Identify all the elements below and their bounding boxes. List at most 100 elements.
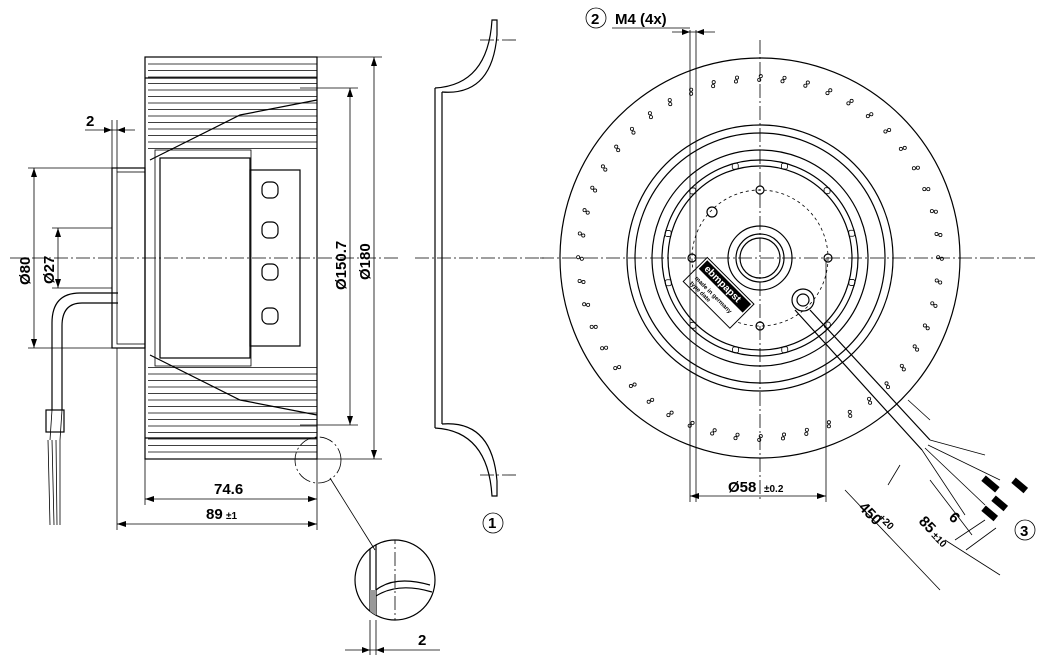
blade-hole <box>930 301 935 306</box>
blade-hole <box>938 233 943 238</box>
rim-hole <box>732 346 739 354</box>
blade-hole <box>912 344 917 349</box>
blade-hole <box>646 399 651 404</box>
inlet-ring-view: 1 <box>415 19 545 534</box>
rim-hole <box>781 162 788 170</box>
screw-hole <box>755 321 765 331</box>
rim-hole <box>848 279 856 286</box>
blade-hole <box>929 209 934 214</box>
dim-6: 6 <box>945 509 963 527</box>
blade-hole <box>631 130 636 135</box>
screw-hole <box>755 185 765 195</box>
blade-hole <box>915 347 920 352</box>
blade-hole <box>629 126 634 131</box>
blade-hole <box>933 303 938 308</box>
blade-hole <box>780 79 785 84</box>
blade-hole <box>648 115 653 120</box>
blade-hole <box>848 413 853 418</box>
blade-hole <box>884 381 889 386</box>
rotor-window <box>261 307 279 325</box>
dim-d58-tol: ±0.2 <box>764 484 784 495</box>
blade-hole <box>915 165 920 170</box>
dim-d58: Ø58 <box>728 479 756 496</box>
blade-hole <box>579 256 584 261</box>
blade-hole <box>600 164 605 169</box>
blade-hole <box>733 79 738 84</box>
blade-hole <box>593 324 598 329</box>
blade-hole <box>826 424 831 429</box>
blade-hole <box>780 436 785 441</box>
blade-hole <box>898 146 903 151</box>
blade-hole <box>825 91 830 96</box>
blade-hole <box>804 427 809 432</box>
blade-hole <box>934 231 939 236</box>
blade-hole <box>757 77 762 82</box>
blade-hole <box>585 210 590 215</box>
blade-hole <box>865 114 870 119</box>
blade-hole <box>581 280 586 285</box>
side-view: 2 Ø80 Ø27 Ø150.7 Ø180 74. <box>10 56 440 655</box>
blade-hole <box>938 280 943 285</box>
blade-hole <box>782 432 787 437</box>
blade-hole <box>689 87 694 92</box>
blade-hole <box>589 324 594 329</box>
blade-hole <box>735 75 740 80</box>
dim-d27: Ø27 <box>41 256 58 284</box>
rotor-window <box>261 221 279 239</box>
blade-hole <box>593 188 598 193</box>
rim-hole <box>664 279 672 287</box>
blade-hole <box>576 255 581 260</box>
blade-hole <box>614 144 619 149</box>
blade-hole <box>883 129 888 134</box>
blade-hole <box>826 420 831 425</box>
blade-hole <box>933 209 938 214</box>
blade-hole <box>603 167 608 172</box>
blade-hole <box>922 323 927 328</box>
rim-hole <box>823 187 831 195</box>
blade-hole <box>805 80 810 85</box>
blade-hole <box>782 75 787 80</box>
rim-hole <box>848 229 856 237</box>
blade-hole <box>650 397 655 402</box>
blade-hole <box>936 255 941 260</box>
blade-hole <box>582 208 587 213</box>
dim-2-detail: 2 <box>418 632 426 649</box>
blade-hole <box>711 84 716 89</box>
rotor-window <box>261 181 279 199</box>
blade-hole <box>849 98 854 103</box>
blade-hole <box>934 278 939 283</box>
blade-hole <box>804 431 809 436</box>
blade-hole <box>926 187 931 192</box>
rim-hole <box>664 230 672 237</box>
callout-2: 2 <box>591 11 599 28</box>
dim-74-6: 74.6 <box>214 481 243 498</box>
dim-d80: Ø80 <box>17 257 34 285</box>
callout-3: 3 <box>1020 523 1028 540</box>
blade-hole <box>711 80 716 85</box>
blade-hole <box>600 346 605 351</box>
blade-hole <box>901 367 906 372</box>
blade-hole <box>613 366 618 371</box>
dim-89-tol: ±1 <box>226 511 237 522</box>
rim-hole <box>731 162 739 170</box>
blade-hole <box>735 432 740 437</box>
dim-85-tol: ±10 <box>929 530 949 550</box>
blade-hole <box>902 145 907 150</box>
callout-1: 1 <box>488 515 496 532</box>
dim-2-top: 2 <box>86 113 94 130</box>
blade-hole <box>710 431 715 436</box>
blade-hole <box>590 185 595 190</box>
blade-hole <box>647 111 652 116</box>
blade-hole <box>847 409 852 414</box>
rotor-window <box>261 263 279 281</box>
blade-hole <box>886 385 891 390</box>
dim-89: 89 <box>206 506 223 523</box>
dim-d180: Ø180 <box>357 243 374 280</box>
blade-hole <box>617 365 622 370</box>
blade-hole <box>669 410 674 415</box>
rim-hole <box>781 346 789 354</box>
blade-hole <box>628 384 633 389</box>
blade-hole <box>922 187 927 192</box>
blade-hole <box>667 98 672 103</box>
blade-hole <box>666 413 671 418</box>
